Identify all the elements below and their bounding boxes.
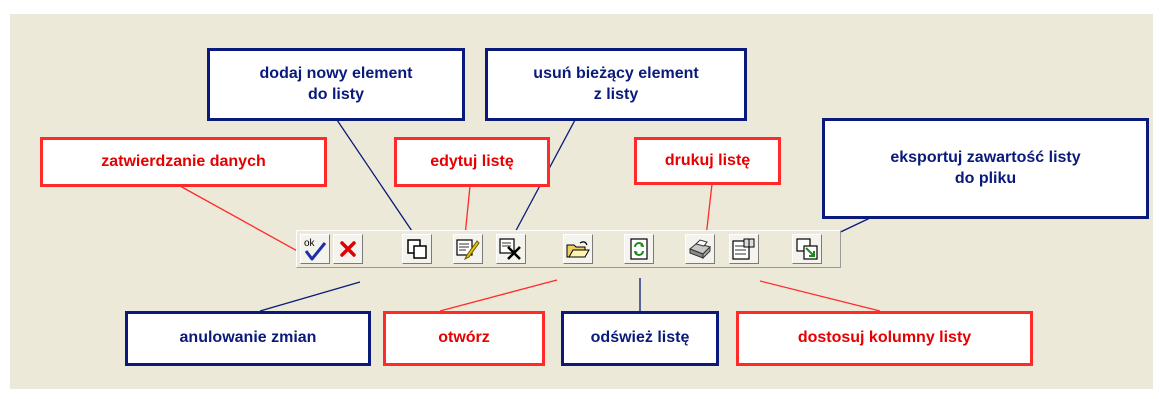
callout-print-text: drukuj listę [664, 151, 751, 169]
columns-icon [732, 238, 755, 260]
export-icon [796, 238, 818, 260]
callout-add-text: dodaj nowy element do listy [259, 64, 413, 103]
ok-button[interactable]: ok [300, 234, 330, 264]
cancel-button[interactable] [333, 234, 363, 264]
callout-refresh-text: odśwież listę [590, 329, 690, 347]
callout-confirm-text: zatwierdzanie danych [101, 152, 266, 170]
svg-text:ok: ok [304, 238, 316, 249]
callout-edit: edytuj listę [394, 137, 550, 187]
callout-delete: usuń bieżący element z listy [485, 48, 747, 121]
open-folder-icon [566, 241, 590, 258]
open-button[interactable] [563, 234, 593, 264]
print-icon [689, 239, 711, 260]
callout-add: dodaj nowy element do listy [207, 48, 465, 121]
add-button[interactable] [402, 234, 432, 264]
callout-cancel-text: anulowanie zmian [179, 329, 317, 347]
refresh-icon [630, 238, 648, 260]
callout-cancel: anulowanie zmian [125, 311, 371, 366]
delete-x-icon [499, 238, 521, 260]
callout-columns: dostosuj kolumny listy [736, 311, 1033, 366]
callout-print: drukuj listę [634, 137, 781, 185]
cancel-x-icon [340, 241, 356, 257]
ok-check-icon: ok [304, 238, 327, 261]
refresh-button[interactable] [624, 234, 654, 264]
callout-refresh: odśwież listę [561, 311, 719, 366]
delete-button[interactable] [496, 234, 526, 264]
export-button[interactable] [792, 234, 822, 264]
callout-confirm: zatwierdzanie danych [40, 137, 327, 187]
callout-export: eksportuj zawartość listy do pliku [822, 118, 1149, 219]
columns-button[interactable] [729, 234, 759, 264]
print-button[interactable] [685, 234, 715, 264]
edit-button[interactable] [453, 234, 483, 264]
callout-columns-text: dostosuj kolumny listy [797, 329, 972, 347]
add-copy-icon [407, 239, 427, 259]
callout-export-text: eksportuj zawartość listy do pliku [890, 148, 1081, 187]
callout-edit-text: edytuj listę [430, 152, 514, 170]
edit-pencil-icon [456, 239, 480, 261]
callout-open: otwórz [383, 311, 545, 366]
callout-delete-text: usuń bieżący element z listy [533, 64, 699, 103]
callout-open-text: otwórz [438, 329, 490, 347]
